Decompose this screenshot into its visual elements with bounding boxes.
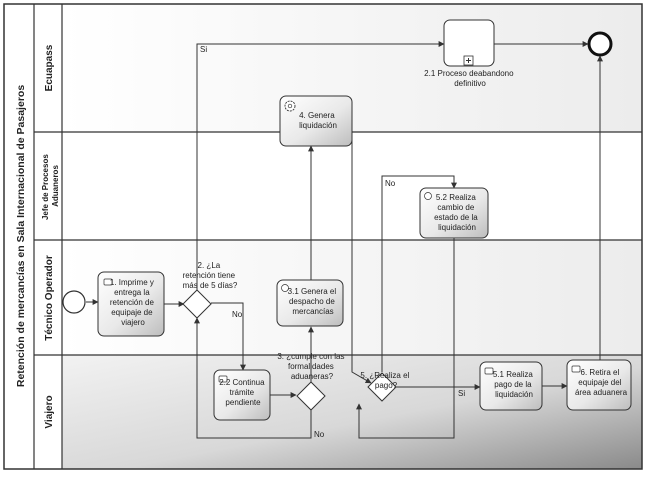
manual-task-icon [103,278,113,286]
label-no-g3: No [314,430,325,439]
gateway-g3: 3. ¿cumple con las formalidades aduanera… [277,352,346,411]
svg-text:2. ¿La retención tiene: 2. ¿La retención tiene más de 5 días? [183,261,238,290]
task-4-genera-liquidacion: 4. Genera liquidación [279,95,353,147]
svg-text:2.2 Continua trámite: 2.2 Continua trámite pendiente [219,378,267,407]
flow-g5-no-to-t52 [381,175,457,372]
task-6-retira-equipaje: 6. Retira el equipaje del área aduanera [566,359,632,411]
flow-g2-no-to-t22 [211,302,246,371]
pool-border [3,3,643,470]
task-5-2-cambio-estado: 5.2 Realiza cambio de estado de la liqui… [419,187,489,239]
flow-t52-to-end [356,238,455,439]
svg-text:5.1 Realiza pago de la: 5.1 Realiza pago de la liquidación [493,370,535,399]
svg-text:5. ¿Realiza el pago?: 5. ¿Realiza el pago? [360,371,411,390]
sequence-flows [86,41,603,439]
flow-g3-no-back [194,317,312,439]
flow-t4-to-g5 [351,128,372,384]
flow-g2-si-to-t21 [196,41,445,290]
svg-text:6. Retira el equipaje de: 6. Retira el equipaje del área aduanera [575,368,628,397]
label-si-g2: Si [200,45,207,54]
lane-label-viajero: Viajero [44,395,55,428]
task-3-1-genera-despacho: 3.1 Genera el despacho de mercancías [276,279,344,327]
manual-task-icon [571,365,581,373]
service-task-gear-icon [284,100,296,112]
lane-label-ecuapass: Ecuapass [44,44,55,91]
svg-text:1. Imprime y entrega la: 1. Imprime y entrega la retención de equ… [110,278,156,327]
manual-task-icon [484,367,494,375]
manual-task-icon [218,375,228,383]
task-2-2-continua-tramite: 2.2 Continua trámite pendiente [213,369,271,421]
start-event [62,290,86,314]
task-5-1-realiza-pago: 5.1 Realiza pago de la liquidación [479,361,543,411]
user-task-icon [424,192,432,200]
svg-text:3. ¿cumple con las forma: 3. ¿cumple con las formalidades aduanera… [277,352,346,381]
lane-label-tecnico: Técnico Operador [44,255,55,341]
lane-label-jefe: Jefe de Procesos Aduaneros [41,152,60,220]
label-no-g5: No [385,179,396,188]
svg-text:5.2 Realiza cambio de: 5.2 Realiza cambio de estado de la liqui… [434,193,480,232]
user-task-icon [281,284,289,292]
pool-title: Retención de mercancías en Sala Internac… [15,85,27,387]
label-si-g5: Si [458,389,465,398]
gateway-g2: 2. ¿La retención tiene más de 5 días? [182,261,238,319]
label-no-g2: No [232,310,243,319]
subprocess-2-1: 2.1 Proceso deabandono definitivo [424,19,516,88]
svg-text:4. Genera liquidación: 4. Genera liquidación [299,111,337,130]
task-1-imprime-retencion: 1. Imprime y entrega la retención de equ… [97,271,165,337]
end-event [587,31,613,57]
svg-text:2.1 Proceso deabandono d: 2.1 Proceso deabandono definitivo [424,69,516,88]
gateway-g5: 5. ¿Realiza el pago? [360,371,411,402]
svg-text:3.1 Genera el despacho d: 3.1 Genera el despacho de mercancías [288,287,339,316]
